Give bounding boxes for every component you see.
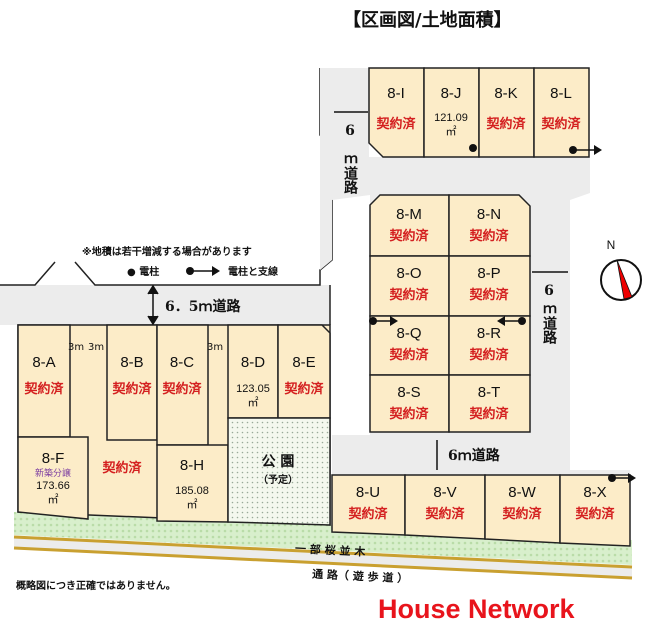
lot-8-V-status: 契約済	[424, 506, 465, 522]
lot-8-K-id: 8-K	[494, 85, 517, 102]
lot-8-H-unit: ㎡	[187, 498, 198, 511]
north-compass-icon: N	[600, 238, 642, 301]
lot-8-M-status: 契約済	[388, 228, 429, 244]
road-6m-bottom-label: 6ｍ道路	[448, 447, 501, 464]
area-note: ※地積は若干増減する場合があります	[82, 245, 252, 258]
lot-8-E-id: 8-E	[292, 354, 315, 371]
lot-8-W-id: 8-W	[508, 484, 536, 501]
lot-8-F-unit: ㎡	[48, 493, 59, 506]
lot-8-T-id: 8-T	[478, 384, 501, 401]
lot-8-B-status: 契約済	[111, 381, 152, 397]
path-3m-1: 3m	[68, 342, 84, 353]
lot-8-C-status: 契約済	[161, 381, 202, 397]
lot-8-S-id: 8-S	[397, 384, 420, 401]
lot-8-J-area: 121.09	[434, 112, 468, 124]
compass-north-label: N	[607, 238, 616, 252]
lot-8-P-status: 契約済	[468, 287, 509, 303]
sakura-label: 一 部 桜 並 木	[295, 541, 367, 558]
lot-8-U-status: 契約済	[347, 506, 388, 522]
lot-8-C-id: 8-C	[170, 354, 194, 371]
road-6-5m	[0, 285, 330, 325]
path-3m-2: 3m	[88, 342, 104, 353]
lot-8-K-status: 契約済	[485, 116, 526, 132]
lot-8-Q-id: 8-Q	[396, 325, 421, 342]
pole-guy-icon	[186, 266, 220, 276]
park-status: （予定）	[258, 473, 298, 486]
lot-8-D-unit: ㎡	[248, 396, 259, 409]
lot-8-L-id: 8-L	[550, 85, 572, 102]
lot-8-G-status: 契約済	[101, 460, 142, 476]
lot-8-X-id: 8-X	[583, 484, 606, 501]
lots-left-block	[17, 324, 331, 526]
lot-8-J-id: 8-J	[441, 85, 462, 102]
lot-8-D-area: 123.05	[236, 383, 270, 395]
lot-8-P-id: 8-P	[477, 265, 500, 282]
lot-8-T-status: 契約済	[468, 406, 509, 422]
lot-8-U-id: 8-U	[356, 484, 380, 501]
park-area	[227, 417, 331, 526]
lot-8-L-status: 契約済	[540, 116, 581, 132]
park-name: 公 園	[262, 454, 295, 470]
road-65m-label: 6．5ｍ道路	[165, 298, 241, 315]
page-title: 【区画図/土地面積】	[343, 10, 512, 31]
disclaimer-note: 概略図につき正確ではありません。	[16, 581, 176, 592]
lot-8-O-status: 契約済	[388, 287, 429, 303]
cherry-tree-strip	[14, 512, 632, 565]
lot-8-X-status: 契約済	[574, 506, 615, 522]
road-6m-top-num: 6	[345, 123, 355, 139]
pole-markers	[369, 144, 636, 483]
walkway	[14, 538, 632, 578]
lot-8-N-status: 契約済	[468, 228, 509, 244]
lot-8-O-id: 8-O	[396, 265, 421, 282]
walkway-label: 通 路（ 遊 歩 道 ）	[312, 567, 409, 586]
lot-8-Q-status: 契約済	[388, 347, 429, 363]
lot-8-D-id: 8-D	[241, 354, 265, 371]
road-6m-right-text: ｍ道路	[541, 302, 557, 344]
road-6m-right-num: 6	[544, 283, 554, 299]
lot-8-H-area: 185.08	[175, 485, 209, 497]
path-3m-3: 3m	[207, 342, 223, 353]
lot-8-E-status: 契約済	[283, 381, 324, 397]
lot-8-I-status: 契約済	[375, 116, 416, 132]
lot-8-N-id: 8-N	[477, 206, 501, 223]
legend-pole: ● 電柱	[127, 265, 159, 278]
lot-8-R-id: 8-R	[477, 325, 501, 342]
lot-8-J-unit: ㎡	[446, 125, 457, 138]
lot-8-H-id: 8-H	[180, 457, 204, 474]
lots-middle-block	[369, 194, 531, 433]
lot-8-A-id: 8-A	[32, 354, 55, 371]
lot-8-B-id: 8-B	[120, 354, 143, 371]
brand-logo: House Network	[378, 594, 575, 624]
lot-8-F-id: 8-F	[42, 450, 65, 467]
road-6m-top-text: ｍ道路	[342, 152, 358, 194]
lot-8-M-id: 8-M	[396, 206, 422, 223]
lots-bottom-row	[331, 474, 631, 547]
lot-labels: 8-I 契約済 8-J 121.09 ㎡ 8-K 契約済 8-L 契約済 8-M…	[23, 85, 615, 522]
lot-8-F-area: 173.66	[36, 480, 70, 492]
road-labels: 6．5ｍ道路 6 ｍ道路 6 ｍ道路 6ｍ道路 3m 3m 3m 一 部 桜 並…	[68, 111, 568, 586]
lot-8-I-id: 8-I	[387, 85, 405, 102]
lots-top-row	[368, 67, 590, 158]
legend-pole-guy: 電柱と支線	[228, 265, 278, 278]
lot-8-A-status: 契約済	[23, 381, 64, 397]
lot-8-R-status: 契約済	[468, 347, 509, 363]
lot-8-V-id: 8-V	[433, 484, 456, 501]
lot-8-S-status: 契約済	[388, 406, 429, 422]
lot-8-F-tag: 新築分譲	[35, 467, 71, 478]
lot-8-W-status: 契約済	[501, 506, 542, 522]
